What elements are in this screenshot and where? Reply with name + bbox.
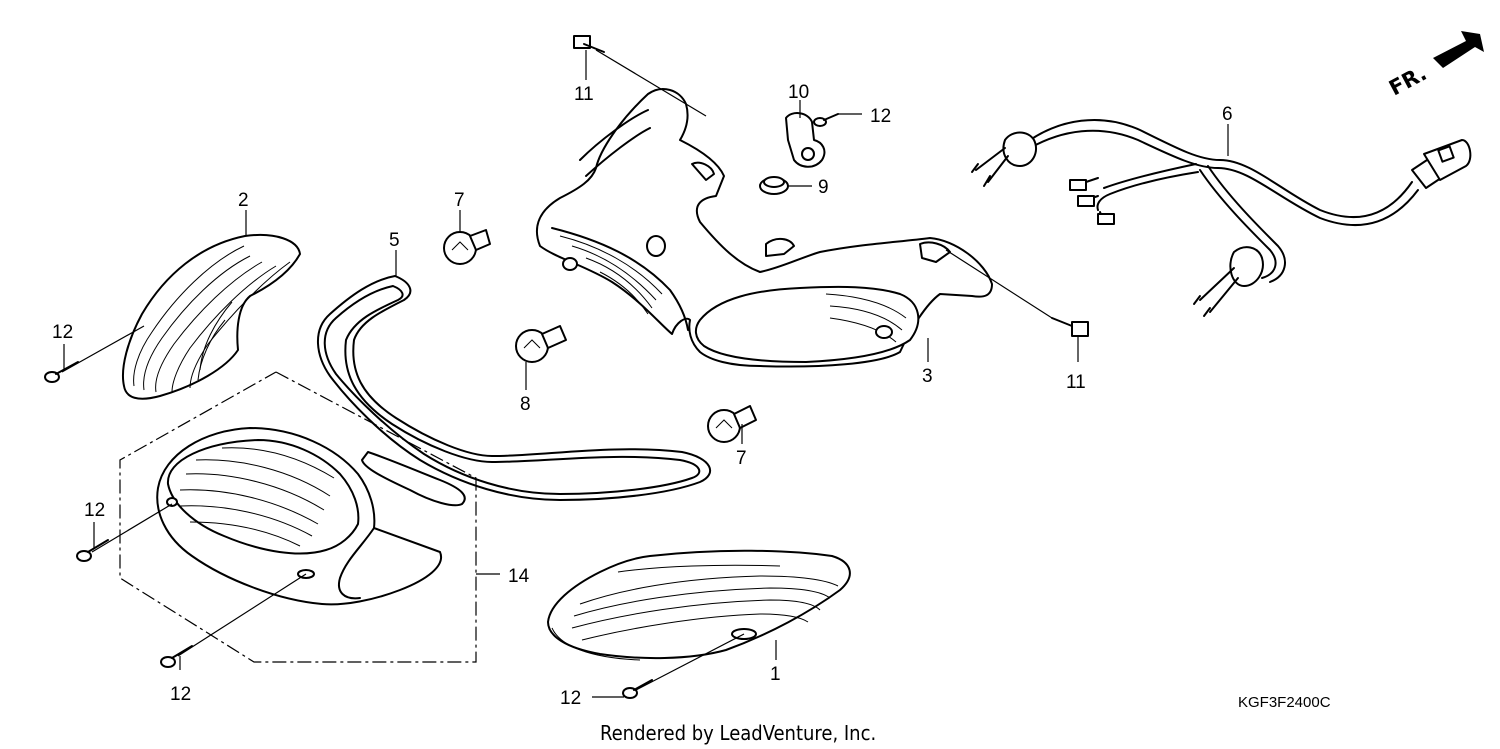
callout-3: 3 [922,366,933,387]
render-credit: Rendered by LeadVenture, Inc. [600,721,876,745]
part-6-wire-harness [971,119,1472,317]
part-5-gasket [316,275,711,501]
callout-12-left-middle: 12 [84,500,105,521]
callout-8: 8 [520,394,531,415]
callout-5: 5 [389,230,400,251]
part-3-housing [535,88,993,368]
part-12-screw-left-middle [76,539,109,562]
part-11-bolt-top [573,35,605,53]
part-12-screw-left-upper [44,361,79,383]
part-2-left-lens [122,234,301,400]
part-12-screw-top [813,113,839,127]
part-11-bolt-right [1051,317,1089,337]
callout-12-left-lower: 12 [170,684,191,705]
callout-9: 9 [818,177,829,198]
part-14-assembly-boundary [119,371,500,663]
front-direction-label: FR. [1385,61,1431,100]
part-12-screw-bottom [622,679,653,699]
callout-1: 1 [770,664,781,685]
diagram-code: KGF3F2400C [1238,694,1331,711]
front-direction-arrow: FR. [1385,31,1484,100]
callouts: 2 12 12 12 12 1 14 5 7 8 7 11 10 12 9 6 … [52,82,1233,709]
reflector-strip [361,451,466,507]
part-10-clamp [785,112,826,168]
callout-7-lower: 7 [736,448,747,469]
callout-10: 10 [788,82,809,103]
callout-11-right: 11 [1066,372,1086,393]
part-9-grommet [759,176,789,195]
part-8-bulb [515,325,567,363]
part-7-bulb-lower [707,405,757,443]
callout-14: 14 [508,566,530,587]
callout-7-upper: 7 [454,190,465,211]
callout-12-left-upper: 12 [52,322,73,343]
callout-6: 6 [1222,104,1233,125]
part-7-bulb-upper [443,229,491,265]
part-12-screw-left-lower [160,645,193,668]
leader-lines [61,49,1229,698]
callout-2: 2 [238,190,249,211]
callout-11-top: 11 [574,84,594,105]
part-1-lower-lens [547,549,851,661]
callout-12-bottom: 12 [560,688,581,709]
callout-12-top: 12 [870,106,891,127]
part-14-center-lens [156,427,443,606]
